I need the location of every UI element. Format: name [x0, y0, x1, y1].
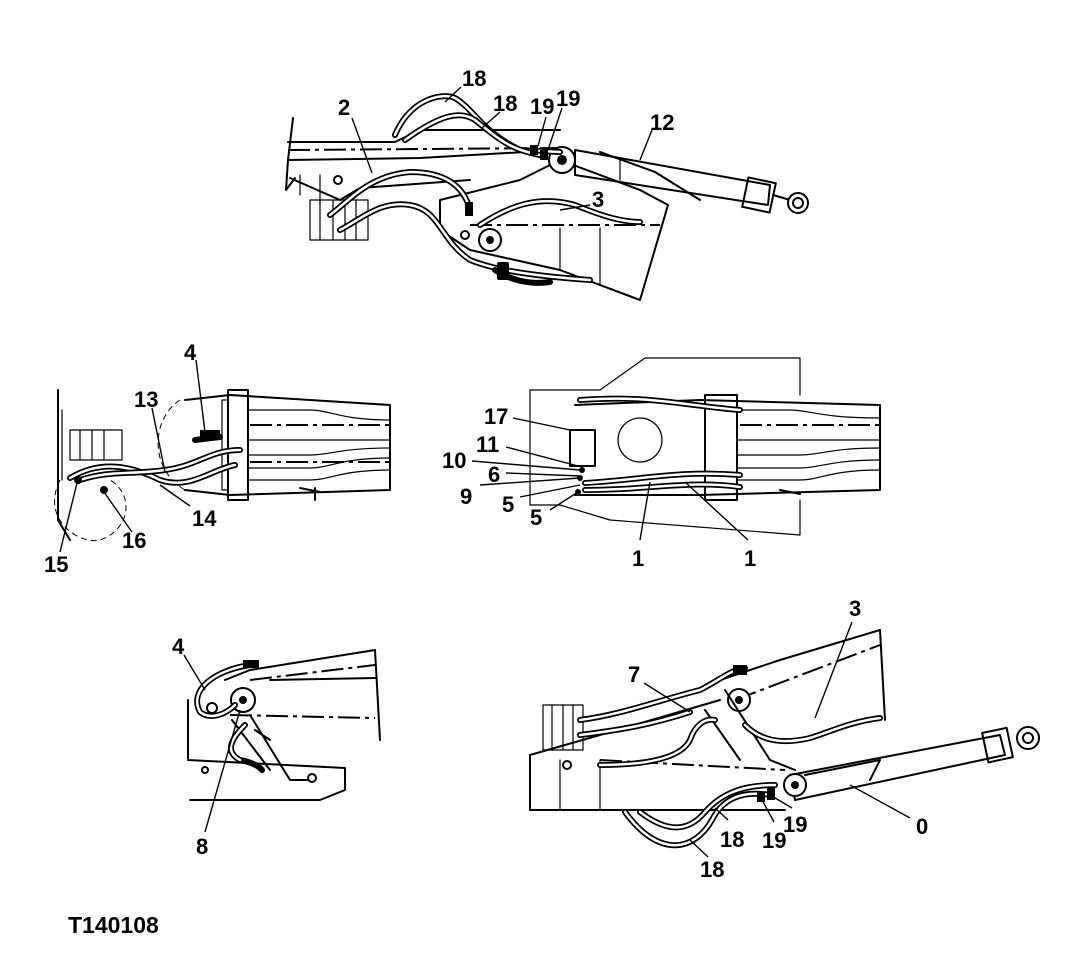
callout-bl-4: 4	[172, 634, 185, 659]
callout-br-18-b: 18	[700, 857, 724, 882]
callout-top-19-b: 19	[556, 86, 580, 111]
middle-right-view-frame	[529, 357, 881, 536]
callout-br-19-b: 19	[762, 828, 786, 853]
callout-mr-11: 11	[476, 432, 499, 457]
callout-br-3: 3	[849, 596, 861, 621]
callout-ml-14: 14	[192, 506, 217, 531]
callout-top-19-a: 19	[530, 94, 554, 119]
bottom-left-view-boom-hinge	[187, 649, 381, 801]
callout-mr-1-a: 1	[632, 546, 644, 571]
callout-br-19-a: 19	[783, 812, 807, 837]
callout-mr-5-a: 5	[502, 492, 514, 517]
callout-top-18-b: 18	[493, 91, 517, 116]
callout-top-2: 2	[338, 95, 350, 120]
callout-top-18-a: 18	[462, 66, 486, 91]
callout-bl-8: 8	[196, 834, 208, 859]
callout-br-18-a: 18	[720, 827, 744, 852]
callout-ml-16: 16	[122, 528, 146, 553]
bottom-right-view-boom-assembly	[529, 629, 1040, 849]
callout-ml-15: 15	[44, 552, 68, 577]
callout-mr-5-b: 5	[530, 505, 542, 530]
figure-id: T140108	[68, 912, 159, 938]
leader-lines	[59, 86, 911, 858]
callout-mr-6: 6	[488, 462, 500, 487]
callout-top-3: 3	[592, 187, 604, 212]
callout-labels: 18 18 2 19 19 12 3 4 13 14 16 15 17 11 1…	[44, 66, 928, 882]
callout-br-7: 7	[628, 662, 640, 687]
middle-left-view-frame	[54, 389, 391, 542]
callout-ml-13: 13	[134, 387, 158, 412]
callout-mr-9: 9	[460, 484, 472, 509]
callout-mr-1-b: 1	[744, 546, 756, 571]
callout-mr-17: 17	[484, 404, 508, 429]
callout-ml-4: 4	[184, 340, 197, 365]
callout-br-0: 0	[916, 814, 928, 839]
callout-mr-10: 10	[442, 448, 466, 473]
top-view-boom-assembly	[285, 93, 809, 301]
callout-top-12: 12	[650, 110, 674, 135]
